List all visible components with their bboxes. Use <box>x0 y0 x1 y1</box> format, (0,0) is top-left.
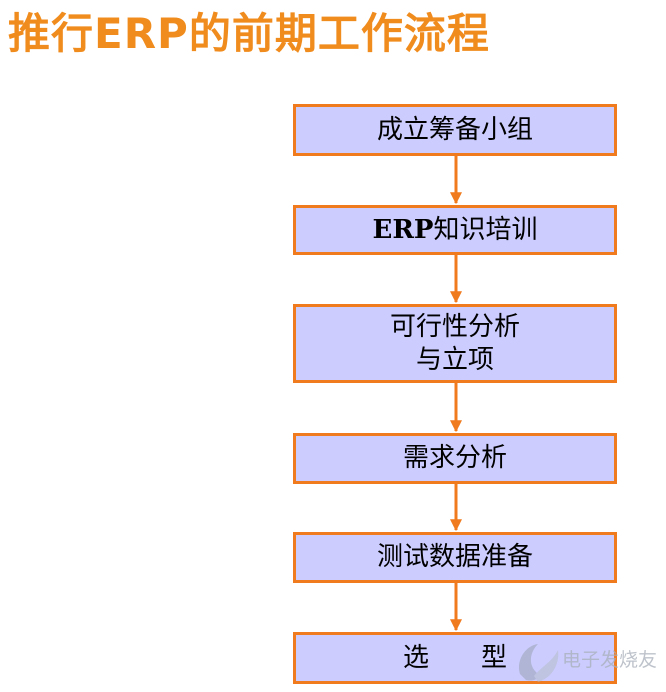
step-label-part-1: 选 <box>402 642 429 673</box>
step-label-latin: ERP <box>372 214 434 245</box>
step-requirements: 需求分析 <box>293 433 617 484</box>
watermark-swirl-icon <box>518 644 559 682</box>
step-label-part-2: 型 <box>481 642 508 673</box>
step-label: 测试数据准备 <box>376 542 533 572</box>
page-title: 推行ERP的前期工作流程 <box>8 9 490 58</box>
step-test-data: 测试数据准备 <box>293 532 617 583</box>
step-erp-training: ERP知识培训 <box>293 205 617 255</box>
watermark-text: 电子发烧友 <box>562 649 657 671</box>
step-label: 需求分析 <box>402 443 507 473</box>
step-label: 成立筹备小组 <box>376 114 533 145</box>
step-selection: 选 型 <box>293 632 617 684</box>
step-label-line-1: 可行性分析 <box>389 311 520 342</box>
watermark-logo: 电子发烧友 <box>518 644 657 682</box>
step-label-cjk: 知识培训 <box>433 214 538 245</box>
step-establish-group: 成立筹备小组 <box>293 104 617 156</box>
step-label: ERP知识培训 <box>373 214 538 247</box>
step-feasibility: 可行性分析 与立项 <box>293 304 617 383</box>
step-label-line-2: 与立项 <box>415 344 494 375</box>
